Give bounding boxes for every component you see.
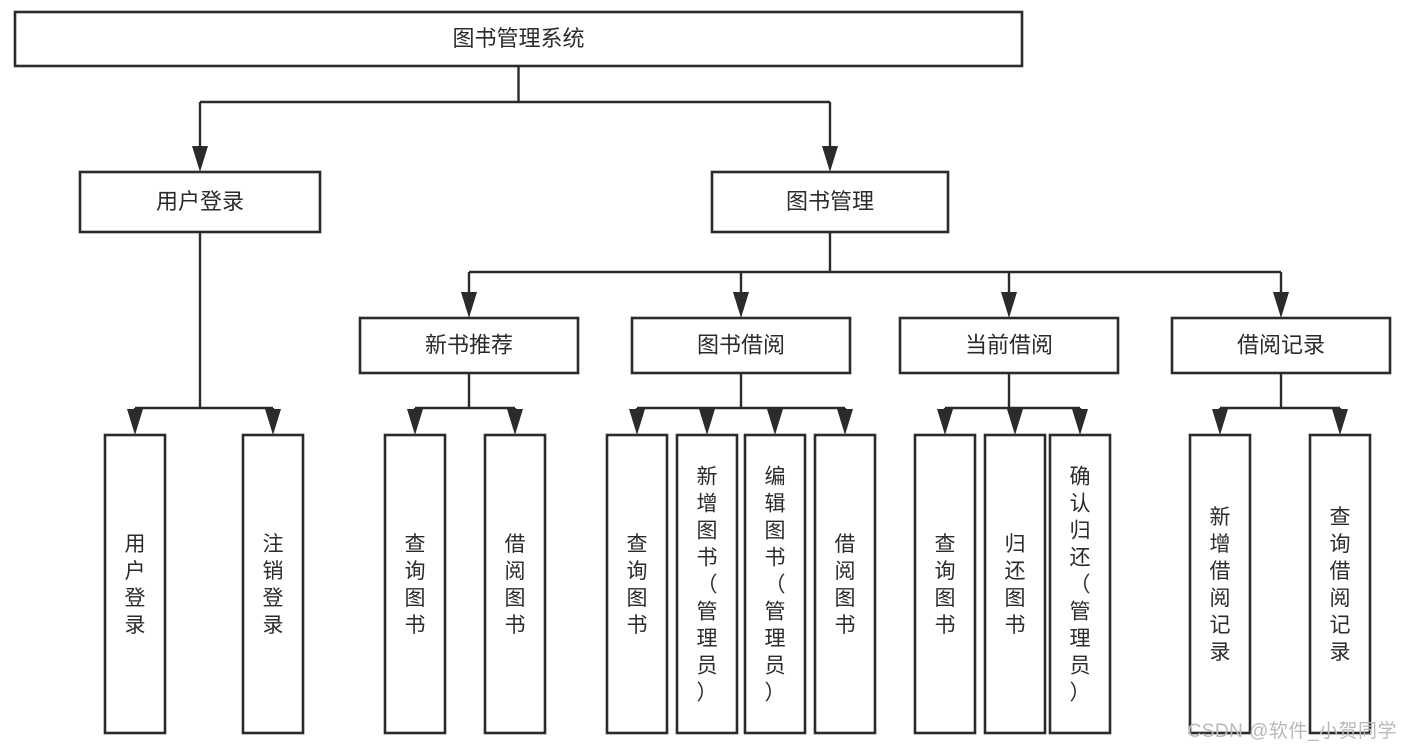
node-label-vertical: 确认归还（管理员） [1070, 466, 1091, 705]
arrow-head-icon [733, 292, 749, 318]
node-label-vertical: 注销登录 [263, 533, 284, 637]
arrow-head-icon [127, 409, 143, 435]
arrow-head-icon [507, 409, 523, 435]
node-box[interactable] [78, 170, 322, 234]
node-label-vertical: 编辑图书（管理员） [765, 466, 786, 705]
arrow-head-icon [461, 292, 477, 318]
leaf-node-查询图书[interactable]: 查询图书 [913, 433, 977, 735]
leaf-node-借阅图书[interactable]: 借阅图书 [813, 433, 877, 735]
arrow-head-icon [837, 409, 853, 435]
node-box[interactable] [898, 316, 1120, 375]
node-box[interactable] [913, 433, 977, 735]
arrow-head-icon [1001, 292, 1017, 318]
leaf-node-查询图书[interactable]: 查询图书 [605, 433, 669, 735]
node-label-vertical: 查询借阅记录 [1330, 506, 1351, 664]
level3-node-当前借阅[interactable]: 当前借阅 [898, 316, 1120, 375]
node-label: 图书管理 [786, 189, 874, 214]
arrow-head-icon [1072, 409, 1088, 435]
node-box[interactable] [1048, 433, 1112, 735]
node-box[interactable] [710, 170, 950, 234]
node-box[interactable] [13, 10, 1024, 68]
node-label: 图书借阅 [697, 332, 785, 357]
arrow-head-icon [629, 409, 645, 435]
connector-layer [127, 66, 1348, 435]
leaf-node-新增借阅记录[interactable]: 新增借阅记录 [1188, 433, 1252, 735]
node-box[interactable] [1308, 433, 1372, 735]
root-node-图书管理系统[interactable]: 图书管理系统 [13, 10, 1024, 68]
arrow-head-icon [1273, 292, 1289, 318]
node-label-vertical: 用户登录 [125, 533, 146, 637]
leaf-node-归还图书[interactable]: 归还图书 [983, 433, 1047, 735]
node-label-vertical: 新增图书（管理员） [697, 466, 718, 705]
leaf-node-用户登录[interactable]: 用户登录 [103, 433, 167, 735]
node-box[interactable] [1170, 316, 1392, 375]
node-label: 新书推荐 [425, 332, 513, 357]
node-box[interactable] [605, 433, 669, 735]
node-box[interactable] [383, 433, 447, 735]
node-label-vertical: 归还图书 [1005, 533, 1026, 637]
level3-node-新书推荐[interactable]: 新书推荐 [358, 316, 580, 375]
node-box[interactable] [1188, 433, 1252, 735]
node-layer: 图书管理系统用户登录图书管理新书推荐图书借阅当前借阅借阅记录用户登录注销登录查询… [13, 10, 1392, 735]
arrow-head-icon [937, 409, 953, 435]
arrow-head-icon [1007, 409, 1023, 435]
node-box[interactable] [675, 433, 739, 735]
node-box[interactable] [103, 433, 167, 735]
level2-node-用户登录[interactable]: 用户登录 [78, 170, 322, 234]
node-label-vertical: 借阅图书 [835, 533, 856, 637]
node-label-vertical: 查询图书 [935, 533, 956, 637]
node-box[interactable] [483, 433, 547, 735]
node-label: 图书管理系统 [452, 26, 584, 51]
node-box[interactable] [983, 433, 1047, 735]
node-box[interactable] [358, 316, 580, 375]
node-box[interactable] [743, 433, 807, 735]
arrow-head-icon [407, 409, 423, 435]
node-label-vertical: 查询图书 [627, 533, 648, 637]
node-box[interactable] [241, 433, 305, 735]
node-label-vertical: 新增借阅记录 [1210, 506, 1231, 664]
node-label-vertical: 借阅图书 [505, 533, 526, 637]
arrow-head-icon [822, 146, 838, 172]
arrow-head-icon [767, 409, 783, 435]
leaf-node-查询借阅记录[interactable]: 查询借阅记录 [1308, 433, 1372, 735]
node-label: 当前借阅 [965, 332, 1053, 357]
node-box[interactable] [630, 316, 852, 375]
node-label-vertical: 查询图书 [405, 533, 426, 637]
arrow-head-icon [1332, 409, 1348, 435]
arrow-head-icon [265, 409, 281, 435]
leaf-node-注销登录[interactable]: 注销登录 [241, 433, 305, 735]
arrow-head-icon [1212, 409, 1228, 435]
level3-node-图书借阅[interactable]: 图书借阅 [630, 316, 852, 375]
leaf-node-确认归还管理员[interactable]: 确认归还（管理员） [1048, 433, 1112, 735]
leaf-node-借阅图书[interactable]: 借阅图书 [483, 433, 547, 735]
leaf-node-新增图书管理员[interactable]: 新增图书（管理员） [675, 433, 739, 735]
leaf-node-编辑图书管理员[interactable]: 编辑图书（管理员） [743, 433, 807, 735]
node-label: 借阅记录 [1237, 332, 1325, 357]
arrow-head-icon [192, 146, 208, 172]
level2-node-图书管理[interactable]: 图书管理 [710, 170, 950, 234]
arrow-head-icon [699, 409, 715, 435]
leaf-node-查询图书[interactable]: 查询图书 [383, 433, 447, 735]
node-label: 用户登录 [156, 189, 244, 214]
node-box[interactable] [813, 433, 877, 735]
level3-node-借阅记录[interactable]: 借阅记录 [1170, 316, 1392, 375]
